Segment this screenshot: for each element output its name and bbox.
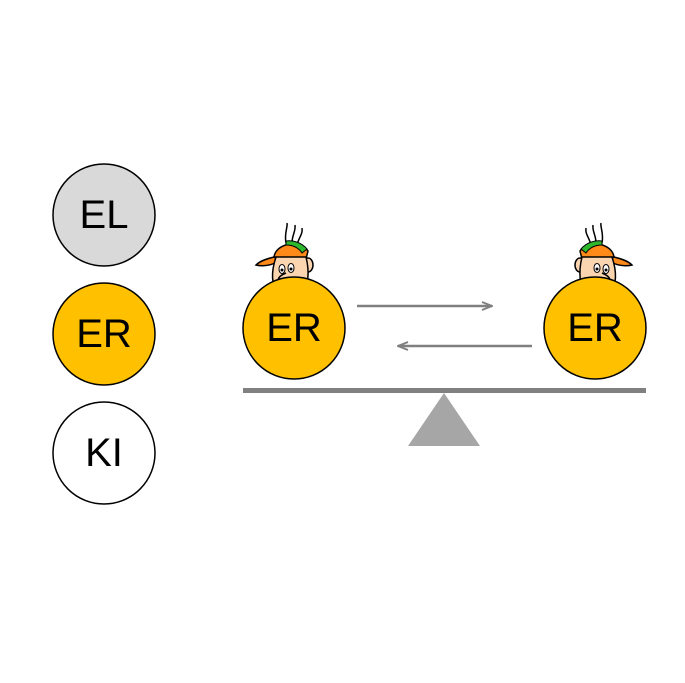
- left-species: ER: [242, 222, 346, 380]
- equilibrium-arrows: [357, 306, 532, 346]
- legend-item-ki: KI: [52, 401, 156, 505]
- balance-scale: [243, 388, 646, 446]
- legend-circle-ki: [52, 401, 156, 505]
- legend: EL ER KI: [52, 163, 156, 505]
- right-er-circle: [543, 276, 647, 380]
- balance-beam: [243, 388, 646, 393]
- legend-circle-er: [52, 282, 156, 386]
- right-species: ER: [543, 222, 647, 380]
- legend-item-er: ER: [52, 282, 156, 386]
- legend-item-el: EL: [52, 163, 156, 267]
- left-er-circle: [242, 276, 346, 380]
- fulcrum-triangle: [408, 393, 480, 446]
- legend-label-ki: KI: [85, 431, 123, 475]
- legend-label-er: ER: [76, 312, 132, 356]
- right-er-label: ER: [567, 306, 623, 350]
- legend-label-el: EL: [80, 193, 129, 237]
- legend-circle-el: [52, 163, 156, 267]
- left-er-label: ER: [266, 306, 322, 350]
